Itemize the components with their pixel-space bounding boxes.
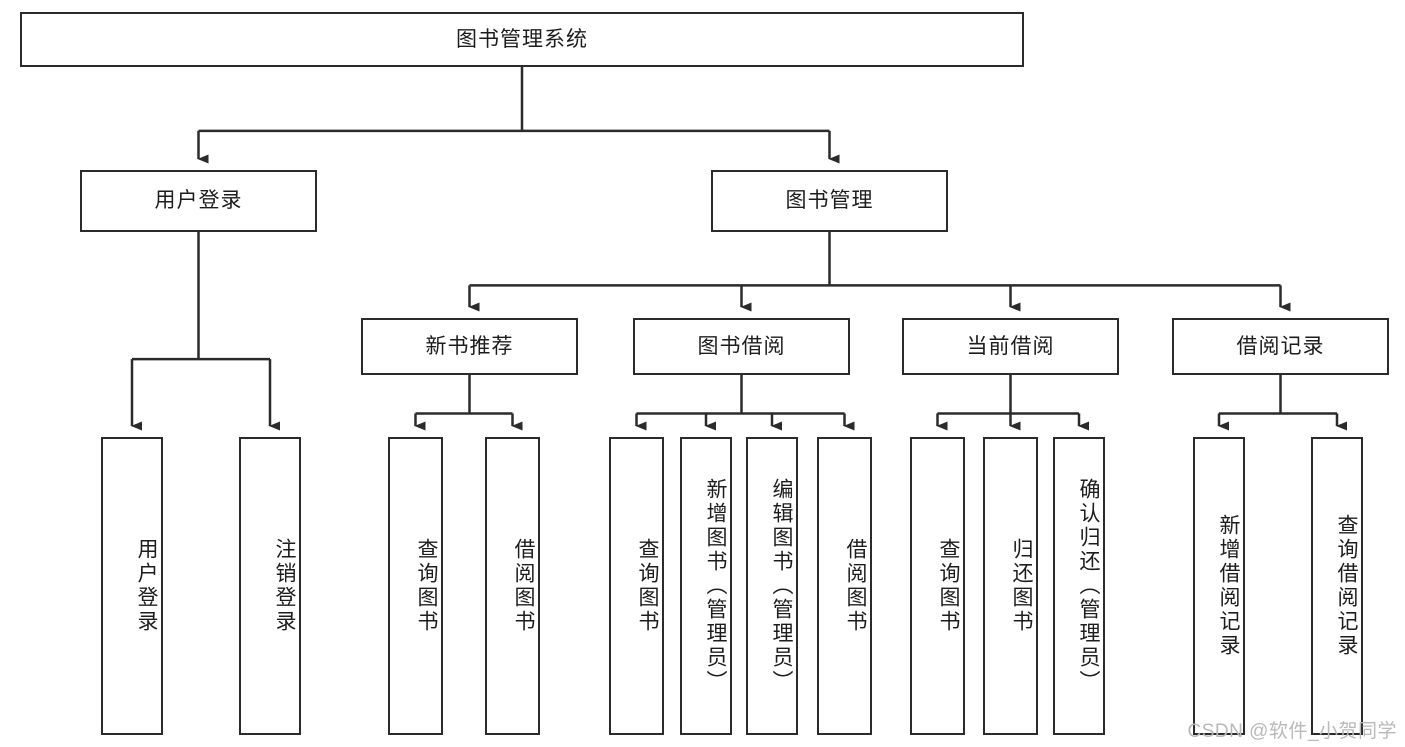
node-label: 借阅记录 xyxy=(1236,334,1325,358)
node-label: 借阅图书 xyxy=(844,538,867,634)
leaf-current-query-book[interactable]: 查询图书 xyxy=(910,437,965,735)
node-label: 用户登录 xyxy=(154,189,243,213)
node-label: 查询借阅记录 xyxy=(1335,514,1358,658)
leaf-record-query-record[interactable]: 查询借阅记录 xyxy=(1311,437,1363,735)
node-root[interactable]: 图书管理系统 xyxy=(20,12,1024,67)
node-book-borrow[interactable]: 图书借阅 xyxy=(633,318,850,375)
node-label: 查询图书 xyxy=(937,538,960,634)
node-label: 编辑图书（管理员） xyxy=(770,478,793,694)
leaf-current-return-book[interactable]: 归还图书 xyxy=(983,437,1038,735)
leaf-newbook-borrow-book[interactable]: 借阅图书 xyxy=(485,437,540,735)
node-label: 当前借阅 xyxy=(966,334,1055,358)
node-label: 新增图书（管理员） xyxy=(704,478,727,694)
leaf-user-login[interactable]: 用户登录 xyxy=(101,437,163,735)
node-borrow-record[interactable]: 借阅记录 xyxy=(1172,318,1389,375)
node-label: 新增借阅记录 xyxy=(1217,514,1240,658)
node-new-book-recommend[interactable]: 新书推荐 xyxy=(361,318,578,375)
leaf-current-confirm-return-admin[interactable]: 确认归还（管理员） xyxy=(1053,437,1105,735)
leaf-borrow-query-book[interactable]: 查询图书 xyxy=(609,437,664,735)
node-current-borrow[interactable]: 当前借阅 xyxy=(902,318,1119,375)
node-book-management-module[interactable]: 图书管理 xyxy=(711,170,948,232)
leaf-borrow-edit-book-admin[interactable]: 编辑图书（管理员） xyxy=(746,437,798,735)
node-label: 确认归还（管理员） xyxy=(1077,478,1100,694)
leaf-newbook-query-book[interactable]: 查询图书 xyxy=(388,437,443,735)
node-label: 查询图书 xyxy=(415,538,438,634)
node-label: 图书管理系统 xyxy=(456,27,588,51)
leaf-user-logout[interactable]: 注销登录 xyxy=(239,437,301,735)
node-user-login-module[interactable]: 用户登录 xyxy=(80,170,317,232)
node-label: 图书管理 xyxy=(785,189,874,213)
node-label: 查询图书 xyxy=(636,538,659,634)
node-label: 用户登录 xyxy=(135,538,158,634)
leaf-borrow-borrow-book[interactable]: 借阅图书 xyxy=(817,437,872,735)
watermark: CSDN @软件_小贺同学 xyxy=(1187,721,1397,742)
node-label: 借阅图书 xyxy=(512,538,535,634)
leaf-record-add-record[interactable]: 新增借阅记录 xyxy=(1193,437,1245,735)
node-label: 归还图书 xyxy=(1010,538,1033,634)
node-label: 图书借阅 xyxy=(697,334,786,358)
node-label: 注销登录 xyxy=(273,538,296,634)
leaf-borrow-add-book-admin[interactable]: 新增图书（管理员） xyxy=(680,437,732,735)
node-label: 新书推荐 xyxy=(425,334,514,358)
